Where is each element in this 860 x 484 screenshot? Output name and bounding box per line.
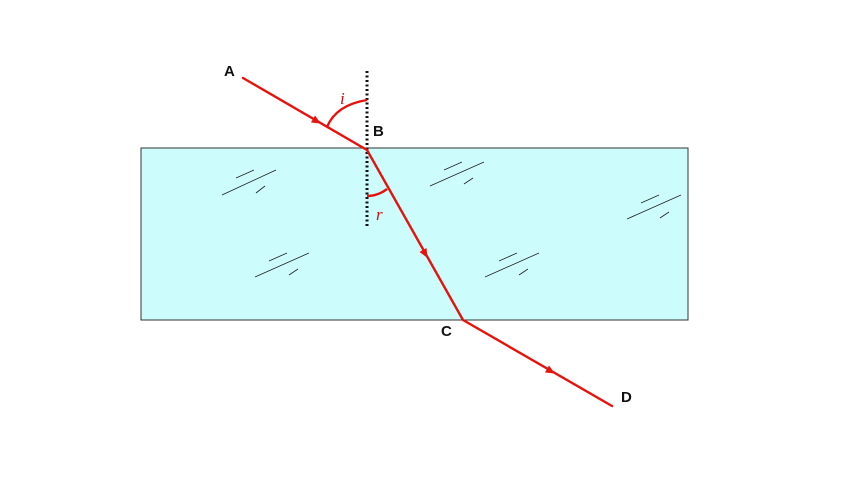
refracted-ray-arrow — [419, 248, 428, 258]
refraction-angle-arc — [366, 188, 388, 198]
glass-mark-2 — [429, 161, 485, 187]
incidence-angle-arc — [325, 98, 368, 128]
ray-path — [241, 76, 614, 408]
emergent-ray-arrow — [545, 365, 555, 374]
glass-mark-5 — [484, 252, 540, 278]
incidence-angle-label: i — [340, 89, 345, 108]
glass-mark-3 — [626, 194, 682, 220]
glass-mark-4 — [254, 252, 310, 278]
point-b-label: B — [373, 123, 384, 140]
point-a-label: A — [224, 63, 235, 80]
refraction-angle-label: r — [376, 205, 383, 224]
incident-ray-arrow — [310, 115, 321, 124]
glass-reflection-marks — [221, 161, 682, 278]
point-d-label: D — [621, 389, 632, 406]
glass-mark-1 — [221, 169, 277, 196]
light-ray — [241, 76, 614, 408]
ray-arrows — [310, 115, 555, 374]
point-c-label: C — [441, 323, 452, 340]
